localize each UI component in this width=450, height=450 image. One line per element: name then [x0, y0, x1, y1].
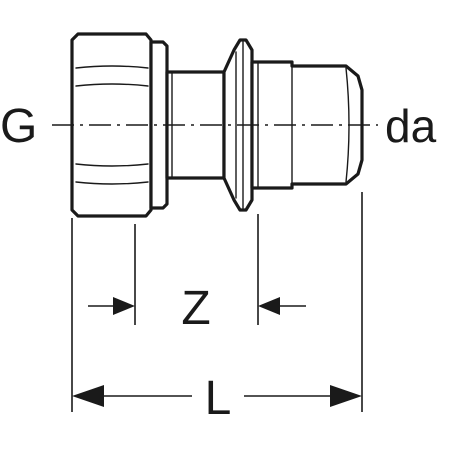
dimension-l [72, 385, 362, 407]
label-g: G [0, 100, 37, 153]
arrow-left-icon [258, 297, 280, 315]
pipe-sleeve [250, 60, 364, 190]
hex-nut [70, 32, 153, 218]
label-z: Z [181, 282, 210, 335]
label-da: da [385, 100, 437, 152]
arrow-right-icon [330, 385, 362, 407]
arrow-left-icon [72, 385, 104, 407]
extension-lines [71, 192, 363, 412]
dimension-z [88, 297, 306, 315]
label-l: L [205, 372, 232, 425]
arrow-right-icon [113, 297, 135, 315]
nut-collar [149, 40, 169, 210]
